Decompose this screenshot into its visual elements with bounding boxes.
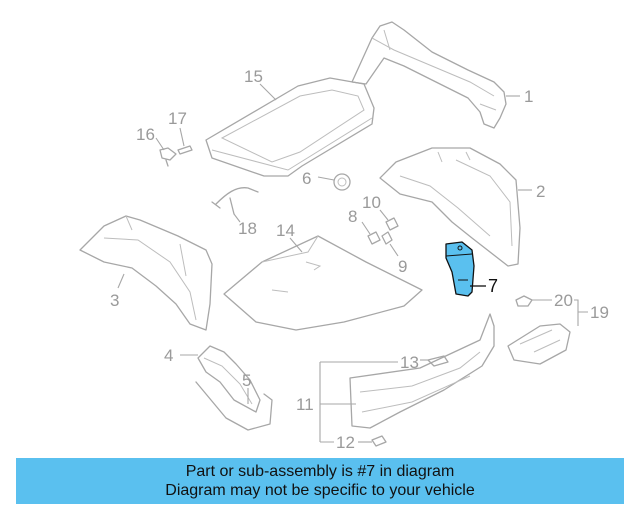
part-13-clip[interactable] xyxy=(427,355,449,367)
callout-5: 5 xyxy=(242,371,251,390)
callout-11: 11 xyxy=(296,395,314,414)
callout-20: 20 xyxy=(554,291,573,310)
part-19-lamp[interactable] xyxy=(507,323,571,365)
parts-diagram: 1 15 16 17 6 2 18 8 xyxy=(79,21,609,452)
part-17-clip[interactable] xyxy=(177,145,193,155)
callout-3: 3 xyxy=(110,291,119,310)
callout-19: 19 xyxy=(590,303,609,322)
callout-2: 2 xyxy=(536,182,545,201)
part-16-clip[interactable] xyxy=(159,147,177,167)
part-8-fastener[interactable] xyxy=(367,231,381,245)
part-7-bracket[interactable] xyxy=(445,241,475,297)
part-14-floor-mat[interactable] xyxy=(223,235,423,331)
part-12-clip[interactable] xyxy=(371,435,387,447)
part-11-sill-plate[interactable] xyxy=(349,313,495,429)
part-6-grommet[interactable] xyxy=(333,173,351,191)
callout-18: 18 xyxy=(238,219,257,238)
part-3-left-trim[interactable] xyxy=(79,215,213,331)
callout-6: 6 xyxy=(302,169,311,188)
callout-10: 10 xyxy=(362,193,381,212)
banner-line-2: Diagram may not be specific to your vehi… xyxy=(165,482,475,499)
callout-13: 13 xyxy=(400,353,419,372)
banner-line-1: Part or sub-assembly is #7 in diagram xyxy=(185,463,455,480)
info-banner: Part or sub-assembly is #7 in diagram Di… xyxy=(16,458,624,504)
part-18-cable[interactable] xyxy=(211,187,259,215)
part-9-fastener[interactable] xyxy=(381,231,393,245)
part-20-bulb[interactable] xyxy=(515,295,533,307)
part-10-fastener[interactable] xyxy=(385,217,399,231)
callout-14: 14 xyxy=(276,221,295,240)
callout-15: 15 xyxy=(244,67,263,86)
callout-17: 17 xyxy=(168,109,187,128)
callout-4: 4 xyxy=(164,346,173,365)
callout-1: 1 xyxy=(524,87,533,106)
callout-12: 12 xyxy=(336,433,355,452)
part-5-seal[interactable] xyxy=(195,381,273,431)
part-4-weatherstrip[interactable] xyxy=(197,345,261,413)
part-15-package-tray[interactable] xyxy=(205,77,375,177)
part-1-upper-trim[interactable] xyxy=(351,21,507,129)
callout-16: 16 xyxy=(136,125,155,144)
callout-8: 8 xyxy=(348,207,357,226)
callout-9: 9 xyxy=(398,257,407,276)
part-2-quarter-trim[interactable] xyxy=(379,147,521,267)
callout-7: 7 xyxy=(488,276,498,296)
